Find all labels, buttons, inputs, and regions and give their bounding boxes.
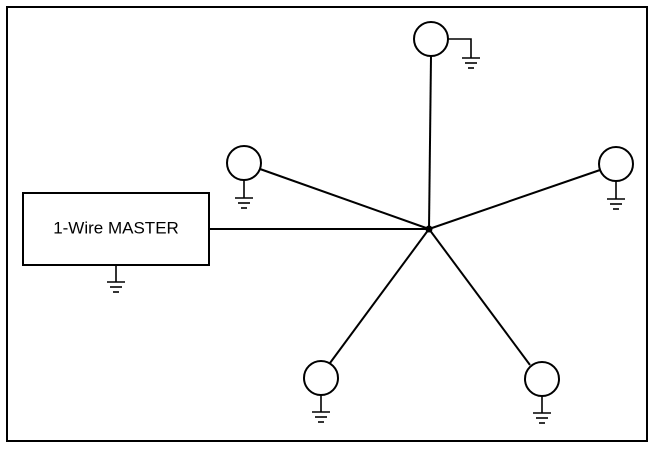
slave-device-icon <box>226 145 262 181</box>
branch-line-right <box>428 169 601 230</box>
ground-icon <box>448 38 480 69</box>
slave-device-bottom-left <box>303 360 339 423</box>
ground-icon <box>107 265 125 293</box>
slave-device-icon <box>524 361 560 397</box>
ground-icon <box>312 395 330 423</box>
branch-line-top <box>428 55 432 230</box>
ground-icon <box>235 180 253 209</box>
slave-device-top <box>413 21 480 69</box>
slave-device-left <box>226 145 262 209</box>
branch-line-bottom-left <box>329 228 430 364</box>
slave-device-icon <box>598 146 634 182</box>
master-device: 1-Wire MASTER <box>22 192 210 293</box>
ground-icon <box>533 396 551 424</box>
master-label: 1-Wire MASTER <box>53 218 179 237</box>
ground-icon <box>607 181 625 210</box>
slave-device-bottom-right <box>524 361 560 424</box>
junction-dot-icon <box>425 225 433 233</box>
slave-device-icon <box>303 360 339 396</box>
branch-line-bottom-right <box>428 228 531 366</box>
master-box <box>22 192 210 266</box>
branch-line-left <box>259 168 430 230</box>
slave-device-right <box>598 146 634 210</box>
slave-device-icon <box>413 21 449 57</box>
